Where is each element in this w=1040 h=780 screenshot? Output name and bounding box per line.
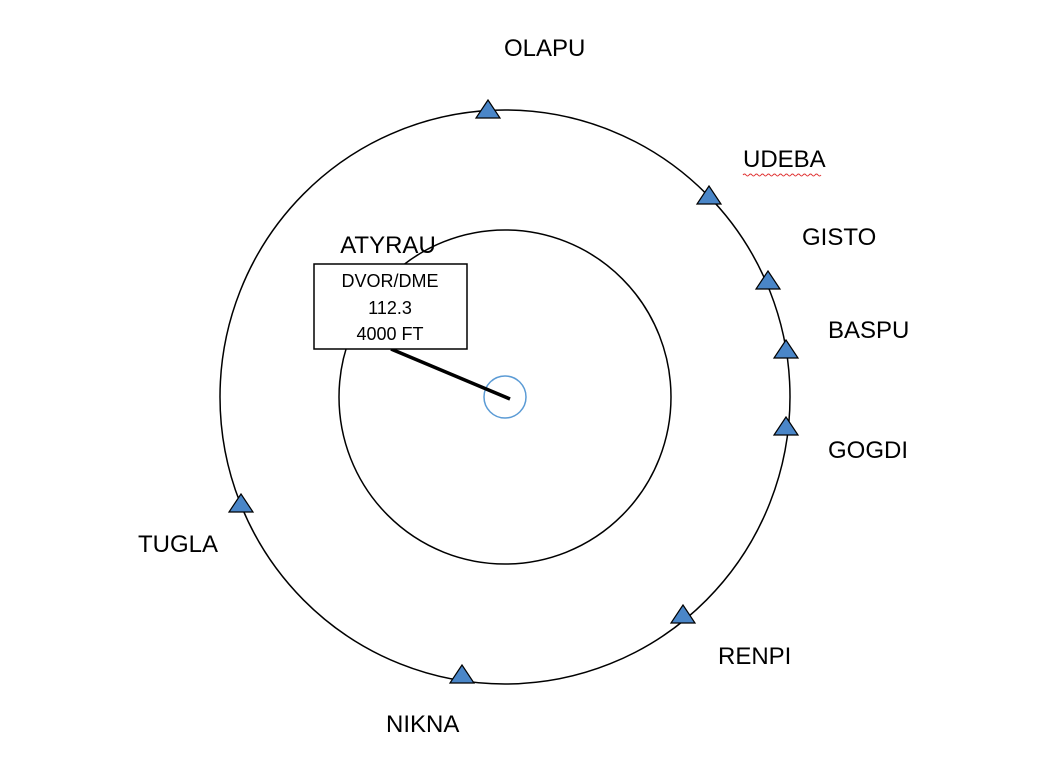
waypoint-labels: OLAPU UDEBA GISTO BASPU GOGDI RENPI NIKN…	[138, 35, 909, 738]
waypoint-label-tugla: TUGLA	[138, 531, 218, 558]
station-info-line: 112.3	[368, 298, 412, 318]
waypoint-triangle-gogdi	[772, 415, 800, 436]
waypoint-triangle-renpi	[669, 603, 697, 624]
waypoint-label-baspu: BASPU	[828, 317, 909, 344]
waypoint-label-gisto: GISTO	[802, 224, 876, 251]
waypoint-label-renpi: RENPI	[718, 643, 791, 670]
inner-ring	[338, 229, 672, 565]
waypoint-triangle-gisto	[754, 269, 782, 290]
waypoint-label-olapu: OLAPU	[504, 35, 585, 62]
spellcheck-underline	[742, 173, 822, 177]
waypoint-triangle-olapu	[474, 98, 502, 119]
outer-ring	[219, 109, 791, 685]
waypoint-triangle-tugla	[227, 492, 255, 513]
waypoint-triangle-udeba	[695, 184, 723, 205]
waypoint-triangles	[227, 98, 800, 684]
center-marker	[483, 375, 527, 419]
waypoint-label-gogdi: GOGDI	[828, 437, 908, 464]
waypoint-label-udeba: UDEBA	[743, 146, 826, 173]
station-name: ATYRAU	[340, 232, 436, 259]
leader-line	[390, 347, 511, 401]
station-info-line: DVOR/DME	[341, 271, 438, 291]
station-info-box: DVOR/DME 112.3 4000 FT	[313, 263, 468, 350]
waypoint-label-nikna: NIKNA	[386, 711, 459, 738]
waypoint-triangle-baspu	[772, 338, 800, 359]
station-info-line: 4000 FT	[356, 324, 423, 344]
waypoint-triangle-nikna	[448, 663, 476, 684]
